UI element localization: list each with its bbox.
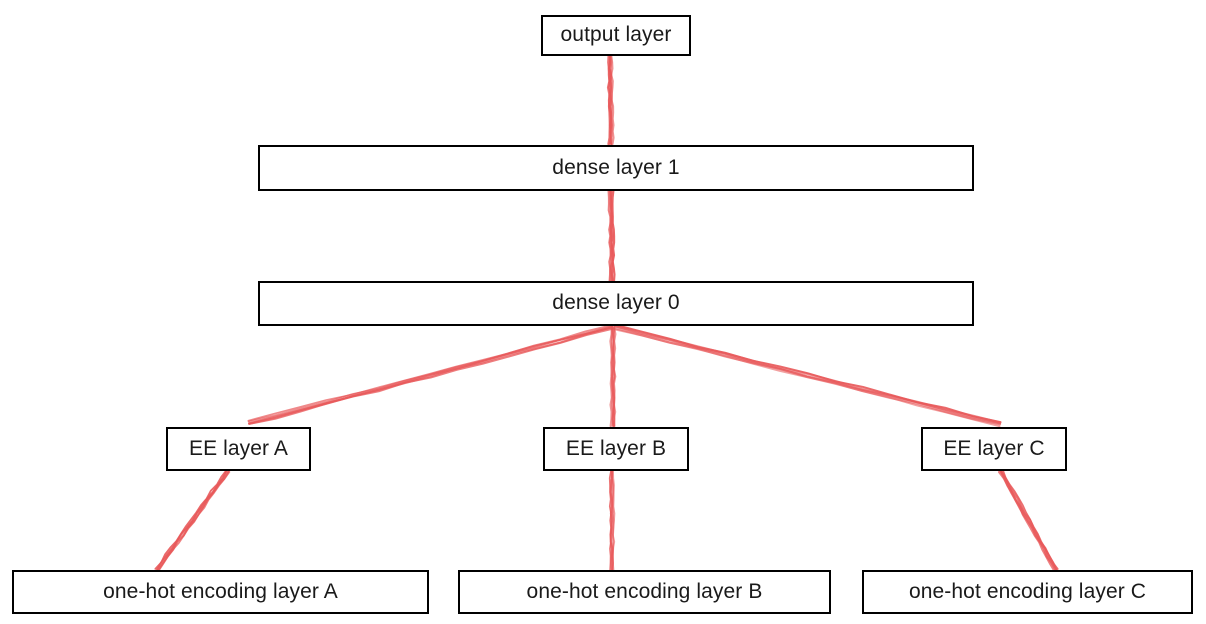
edge-ee-b-to-dense0 [609,325,617,428]
edge-dense1-to-output [606,54,615,146]
node-label-output-layer: output layer [560,23,672,46]
edge-onehot-b-to-ee-b [608,469,616,572]
node-label-dense-layer-0: dense layer 0 [552,291,680,314]
edge-onehot-c-to-ee-c [998,469,1059,572]
node-ee-layer-b[interactable]: EE layer B [543,427,689,471]
edge-ee-c-to-dense0 [613,323,1002,428]
node-one-hot-encoding-layer-c[interactable]: one-hot encoding layer C [862,570,1193,614]
node-ee-layer-c[interactable]: EE layer C [921,427,1067,471]
node-dense-layer-1[interactable]: dense layer 1 [258,145,974,191]
node-label-one-hot-encoding-layer-b: one-hot encoding layer B [526,579,763,603]
node-label-one-hot-encoding-layer-a: one-hot encoding layer A [103,579,338,603]
node-one-hot-encoding-layer-a[interactable]: one-hot encoding layer A [12,570,429,614]
node-dense-layer-0[interactable]: dense layer 0 [258,281,974,326]
edge-ee-a-to-dense0 [247,324,614,425]
node-label-one-hot-encoding-layer-c: one-hot encoding layer C [908,579,1147,603]
edge-onehot-a-to-ee-a [154,469,231,572]
node-label-dense-layer-1: dense layer 1 [552,155,680,179]
node-ee-layer-a[interactable]: EE layer A [166,427,311,471]
node-label-ee-layer-a: EE layer A [188,436,289,460]
node-one-hot-encoding-layer-b[interactable]: one-hot encoding layer B [458,570,831,614]
edge-dense0-to-dense1 [607,189,616,283]
node-label-ee-layer-c: EE layer C [943,436,1045,460]
node-output-layer[interactable]: output layer [541,15,691,56]
node-label-ee-layer-b: EE layer B [565,436,667,460]
